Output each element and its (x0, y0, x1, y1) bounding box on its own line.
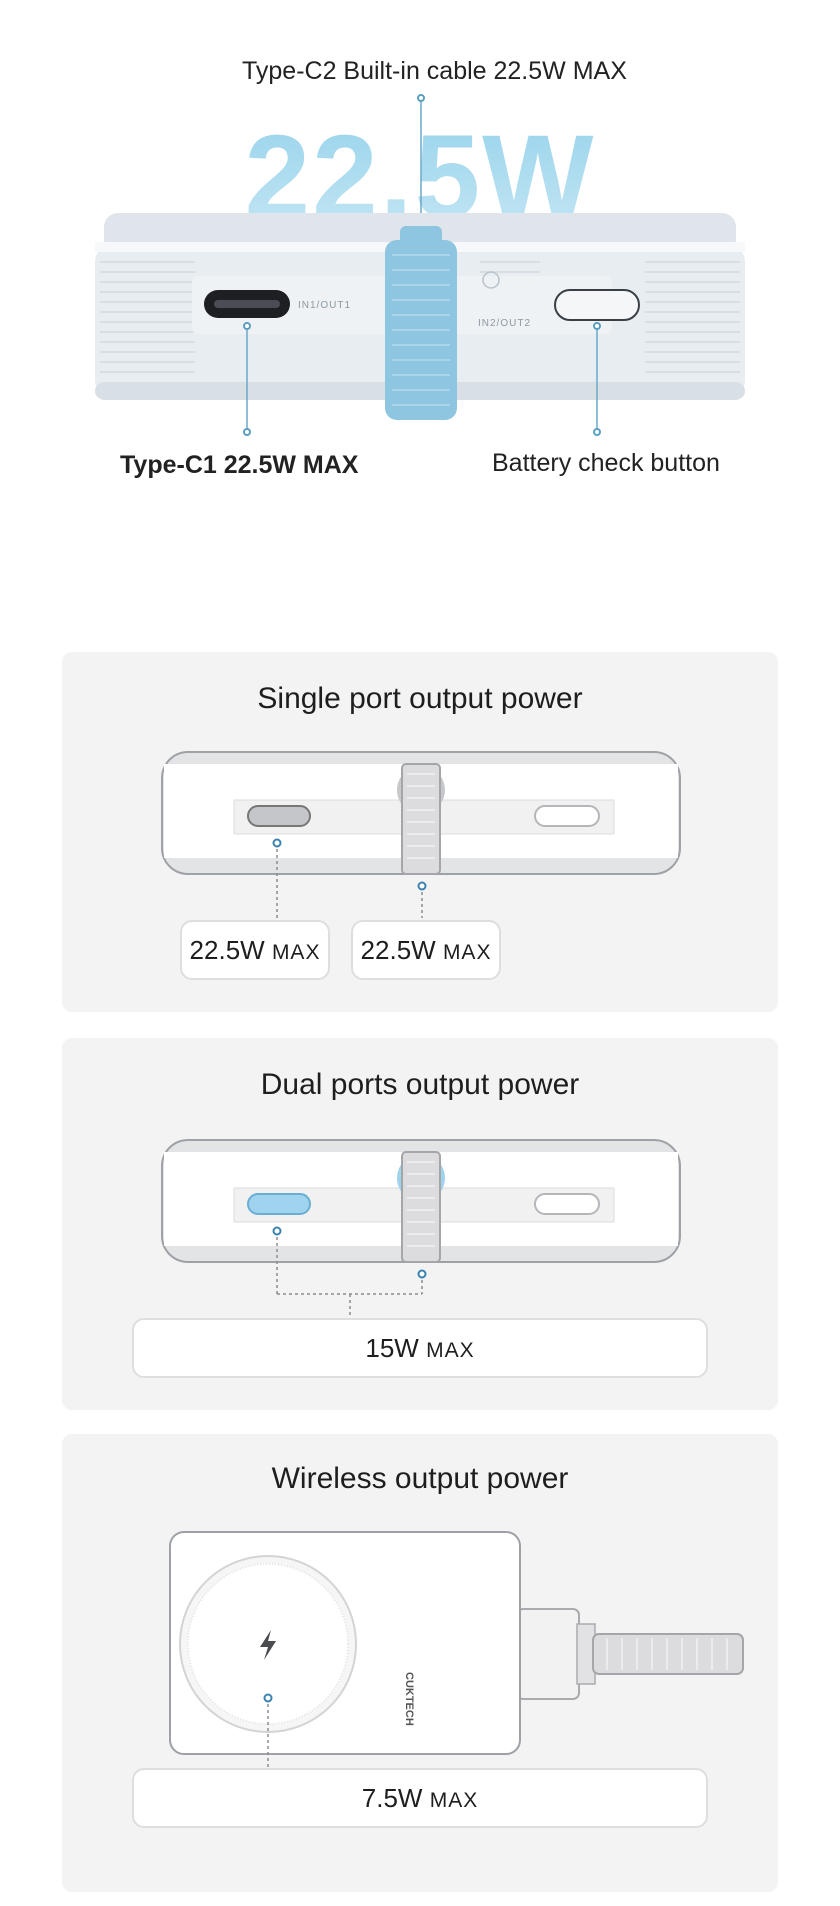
dual-ports-device-diagram (161, 1139, 681, 1318)
badge-value: 22.5W (360, 935, 436, 965)
single-port-title: Single port output power (257, 682, 583, 715)
badge-value: 15W (365, 1333, 419, 1363)
hero-section: 22.5W MAX Type-C2 Built-in cable 22.5W M… (0, 0, 840, 560)
power-bank-illustration (95, 94, 745, 436)
wireless-badge: 7.5W MAX (132, 1768, 708, 1828)
single-port-device-diagram (161, 751, 681, 918)
type-c2-label: Type-C2 Built-in cable 22.5W MAX (242, 57, 627, 85)
badge-unit: MAX (426, 1339, 475, 1362)
port1-engraving: IN1/OUT1 (298, 300, 352, 311)
brand-logo: CUKTECH (403, 1672, 415, 1726)
wireless-device-diagram (169, 1531, 744, 1777)
single-port-panel: Single port output power 22.5W MAX 22.5W… (62, 652, 778, 1012)
port2-engraving: IN2/OUT2 (478, 318, 532, 329)
type-c1-label: Type-C1 22.5W MAX (120, 451, 359, 479)
dual-ports-badge: 15W MAX (132, 1318, 708, 1378)
wireless-title: Wireless output power (271, 1462, 569, 1495)
single-port-badge-c2: 22.5W MAX (351, 920, 501, 980)
badge-value: 7.5W (361, 1783, 423, 1813)
battery-check-label: Battery check button (492, 449, 720, 477)
badge-unit: MAX (271, 941, 321, 964)
badge-value: 22.5W (189, 935, 265, 965)
dual-ports-title: Dual ports output power (260, 1068, 580, 1101)
badge-unit: MAX (442, 941, 492, 964)
single-port-badge-c1: 22.5W MAX (180, 920, 330, 980)
wireless-panel: Wireless output power CUKTECH 7.5W MAX (62, 1434, 778, 1892)
dual-ports-panel: Dual ports output power 15W MAX (62, 1038, 778, 1410)
badge-unit: MAX (429, 1789, 479, 1812)
